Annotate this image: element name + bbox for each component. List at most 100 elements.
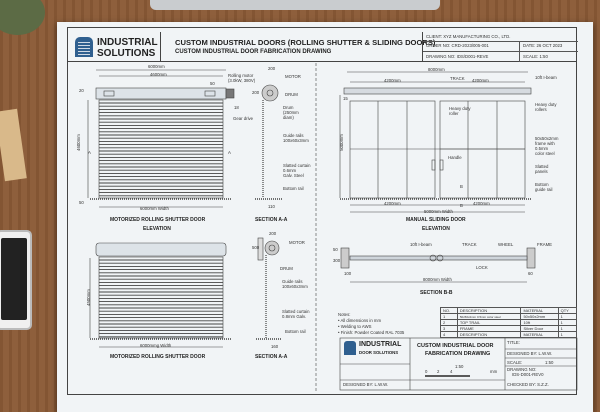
bearing <box>204 90 216 97</box>
scale-value: 1:50 <box>545 360 554 365</box>
drum-label: DRUM <box>285 92 298 97</box>
note: roller <box>449 111 459 116</box>
view-subtitle: ELEVATION <box>422 226 450 232</box>
dim: 4200mm <box>384 78 401 83</box>
view-subtitle: ELEVATION <box>143 226 171 232</box>
width-label: 5000mm Width <box>424 209 453 214</box>
motor-label: MOTOR <box>289 240 305 245</box>
note: Bottom rail <box>283 186 304 191</box>
laptop <box>150 0 440 10</box>
view-title: MOTORIZED ROLLING SHUTTER DOOR <box>110 354 206 360</box>
handle-icon <box>439 159 444 171</box>
section-marker: B <box>460 184 463 189</box>
scale-tick: 4 <box>450 369 453 374</box>
note: 0.6mm <box>283 168 297 173</box>
dim: 200 <box>252 90 260 95</box>
note-item: • Finish: Powder Coated RAL 7035 <box>338 330 405 335</box>
logo-icon <box>344 341 356 355</box>
designed-by: DESIGNED BY: L.W.W. <box>343 382 389 387</box>
sliding-door-elevation <box>339 71 532 213</box>
note: color steel <box>535 151 555 156</box>
drawing-no: DRAWING NO: IDS/D001-REVE <box>426 54 489 59</box>
dim: 4200mm <box>473 201 490 206</box>
note: Heavy duty <box>535 102 557 107</box>
drawing-title: CUSTOM INDUSTRIAL DOORS (ROLLING SHUTTER… <box>175 38 436 47</box>
view-title: SECTION A-A <box>255 217 288 223</box>
note: Bottom rail <box>285 329 306 334</box>
scale-label: SCALE: <box>507 360 523 365</box>
dim: 4600mm <box>150 72 167 77</box>
note: frame with <box>535 141 555 146</box>
wheel-label: WHEEL <box>498 242 514 247</box>
handle-icon <box>431 159 436 171</box>
dim: 4500mm <box>85 289 91 306</box>
logo-text: INDUSTRIAL <box>359 341 402 348</box>
section-aa-top <box>255 84 282 200</box>
dim: 200 <box>269 231 277 236</box>
cell: 1 <box>557 331 578 338</box>
dim: 4600mm <box>75 134 81 151</box>
scale: SCALE: 1:50 <box>523 54 548 59</box>
company-name-1: INDUSTRIAL <box>97 37 158 48</box>
title-block-title: CUSTOM INDUSTRIAL DOOR <box>417 343 494 349</box>
rolling-door-elevation-2 <box>89 242 232 348</box>
note: Galv. Steel <box>283 173 304 178</box>
drawing-no: IDS-D001-REV0 <box>512 372 544 377</box>
phone <box>0 230 32 330</box>
dim: 500 <box>252 245 260 250</box>
width-label: 6000mm Width <box>140 206 169 211</box>
dim: 300 <box>333 258 341 263</box>
dim: 50 <box>79 200 84 205</box>
view-title: MOTORIZED ROLLING SHUTTER DOOR <box>110 217 206 223</box>
dim: 50 <box>333 247 338 252</box>
dim: 18 <box>234 105 239 110</box>
scale-tick: 2 <box>437 369 440 374</box>
designed-by: DESIGNED BY: L.W.W. <box>507 351 553 356</box>
dim: 100 <box>344 271 352 276</box>
section-marker: B <box>460 203 463 208</box>
checked-by: CHECKED BY: S.Z.Z. <box>507 382 549 387</box>
section-marker: A <box>88 150 91 155</box>
note: diam) <box>283 115 294 120</box>
drawing-subtitle: CUSTOM INDUSTRIAL DOOR FABRICATION DRAWI… <box>175 49 332 55</box>
note: Bottom <box>535 182 549 187</box>
gear-label: Gear drive <box>233 116 254 121</box>
dim: 5000mm <box>338 134 344 151</box>
frame-label: FRAME <box>537 242 553 247</box>
logo-icon <box>75 37 93 57</box>
note-item: • All dimensions in mm <box>338 318 382 323</box>
dim: 8000mm <box>428 67 445 72</box>
sheet-border <box>67 27 577 395</box>
note: Guide rails <box>283 133 304 138</box>
note: panels <box>535 169 548 174</box>
dim: 60 <box>528 271 533 276</box>
date: DATE: 26 OCT 2023 <box>523 43 563 48</box>
rolling-door-elevation <box>87 69 235 208</box>
section-bb <box>340 247 536 283</box>
note: Slatted curtain <box>282 309 310 314</box>
scale-bar-label: 1:50 <box>455 364 464 369</box>
cell: 4 <box>440 331 458 338</box>
header-block: INDUSTRIAL SOLUTIONS CUSTOM INDUSTRIAL D… <box>67 32 578 62</box>
dim: 15 <box>343 96 348 101</box>
note: Slatted <box>535 164 549 169</box>
dim: 6000mm <box>148 64 165 69</box>
ibeam-label: 10ft I-beam <box>410 242 432 247</box>
motor-icon <box>225 88 235 99</box>
dim: 20 <box>79 88 84 93</box>
handle-label: Handle <box>448 155 462 160</box>
note: Heavy duty <box>449 106 471 111</box>
scale-tick: 0 <box>425 369 428 374</box>
section-marker: A <box>228 150 231 155</box>
lock-label: LOCK <box>476 265 488 270</box>
title-label: TITLE: <box>507 340 520 345</box>
note: guide rail <box>535 187 553 192</box>
dim: 110 <box>268 204 275 209</box>
note: 50x50x2mm <box>535 136 559 141</box>
note: rollers <box>535 107 547 112</box>
note-item: • Welding to AWS <box>338 324 372 329</box>
note: 0.8mm Galv. <box>282 314 307 319</box>
motor-label: MOTOR <box>285 74 301 79</box>
